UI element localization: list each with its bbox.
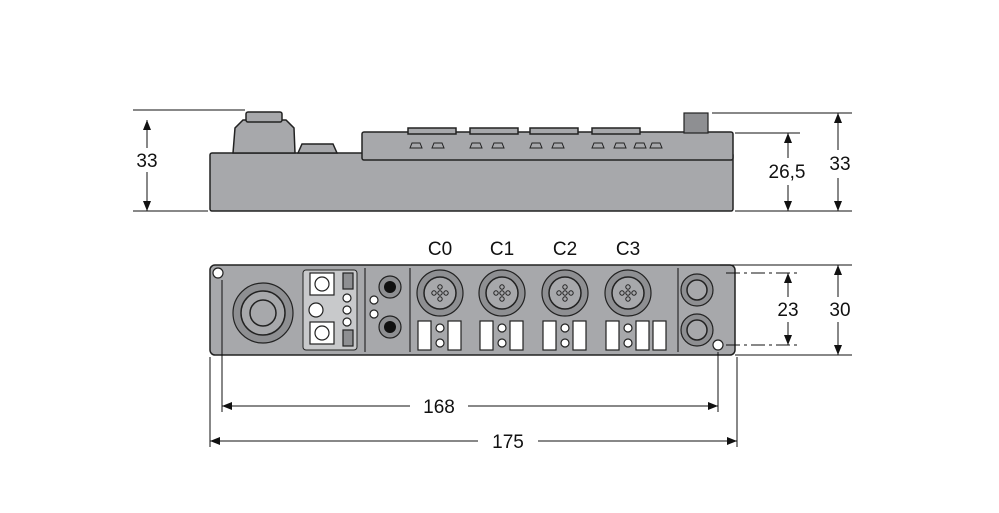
led-window-side [431,142,445,149]
dim-front-height: 30 [829,300,850,321]
led-window-side [633,142,647,149]
mounting-hole [712,339,724,351]
led [560,338,570,348]
led [623,338,633,348]
led [560,323,570,333]
side-view [209,111,734,212]
front-view: C0 C1 C2 C3 [209,239,736,356]
channel-connectors-side [407,127,641,135]
label-window [572,320,587,351]
channel-c2: C2 [541,239,589,351]
channel-label: C3 [616,239,640,260]
led [497,338,507,348]
dim-height-inner: 26,5 [769,162,806,183]
label-window [652,320,667,351]
status-leds [369,275,402,339]
channel-c0: C0 [416,239,464,351]
label-window [417,320,432,351]
led [497,323,507,333]
label-window [605,320,620,351]
channel-label: C1 [490,239,514,260]
front-dimensions: 23 30 168 175 [209,264,852,453]
led-window-side [613,142,627,149]
channel-label: C0 [428,239,452,260]
channel-label: C2 [553,239,577,260]
led-window-side [551,142,565,149]
dim-hole-vertical: 23 [777,300,798,321]
m8-connector-side [683,112,709,134]
led-window-side [649,142,663,149]
led [435,323,445,333]
dim-height-right: 33 [829,154,850,175]
label-window [509,320,524,351]
side-dimensions: 33 33 26,5 [133,109,852,212]
led [435,338,445,348]
dim-height-left: 33 [136,151,157,172]
led [623,323,633,333]
led-window-side [469,142,483,149]
label-window [542,320,557,351]
led-window-side [491,142,505,149]
label-window [447,320,462,351]
m12-power-connector [232,282,294,344]
led-window-side [409,142,423,149]
mounting-hole [212,267,224,279]
label-window [635,320,650,351]
channel-c1: C1 [478,239,526,351]
dim-total-length: 175 [492,432,524,453]
dim-hole-spacing: 168 [423,397,455,418]
label-window [479,320,494,351]
rotary-switch-block [302,269,358,351]
channel-c3: C3 [604,239,667,351]
led-window-side [529,142,543,149]
m12-connector-side [232,119,296,154]
led-window-side [591,142,605,149]
